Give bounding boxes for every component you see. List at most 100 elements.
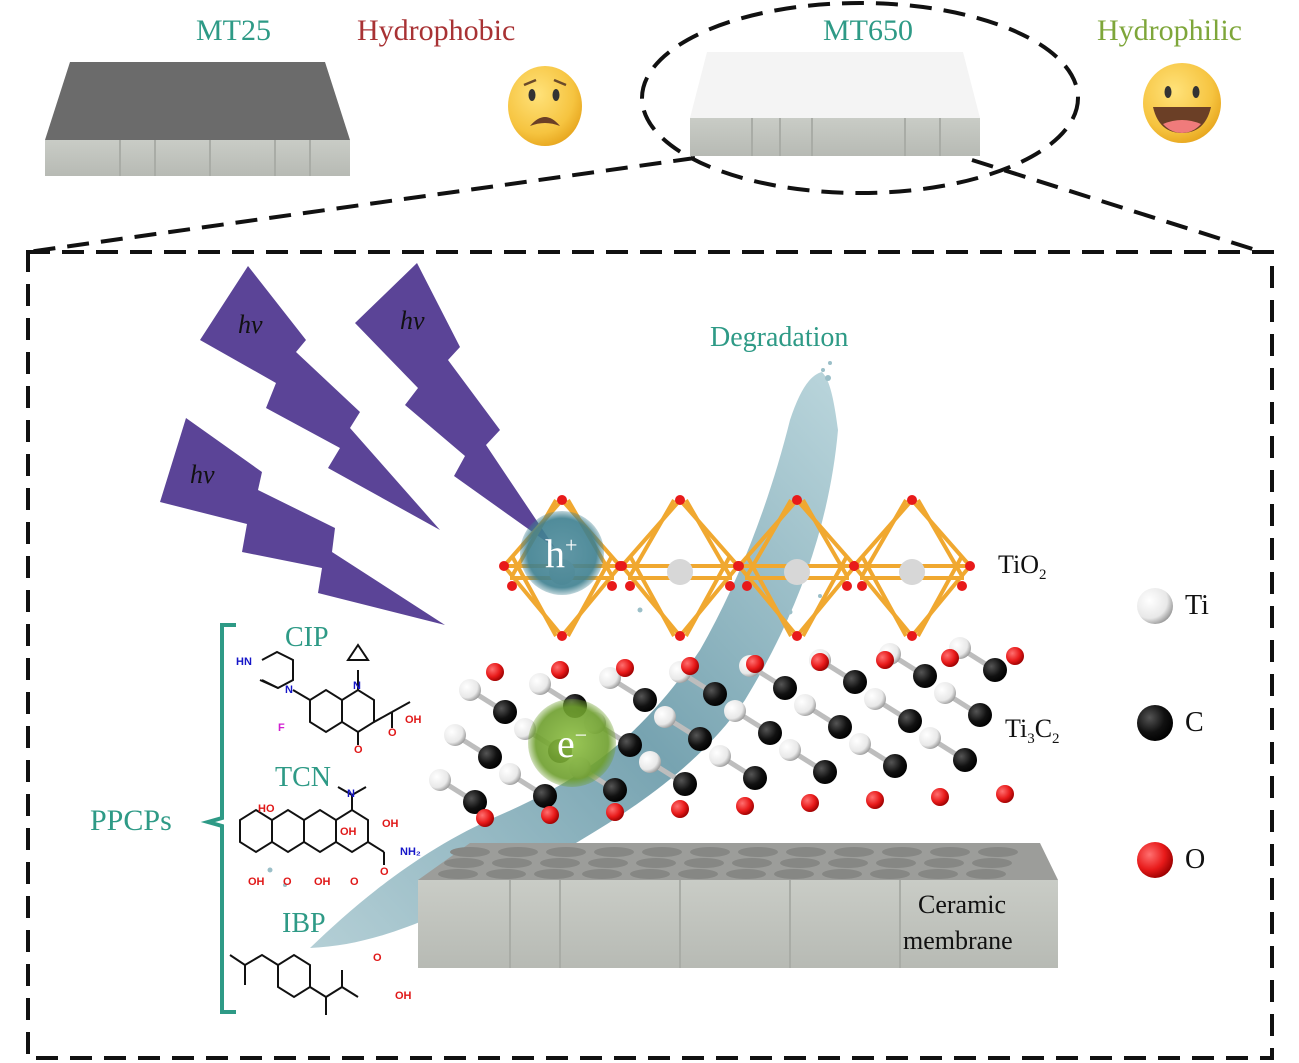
membrane-pore: [870, 869, 910, 879]
o-atom: [617, 561, 627, 571]
ti-atom: [709, 745, 731, 767]
tcn-atom-oh1: OH: [382, 818, 399, 830]
o-atom: [551, 661, 569, 679]
membrane-pore: [972, 858, 1012, 868]
o-atom: [931, 788, 949, 806]
degradation-label: Degradation: [710, 322, 849, 353]
o-atom: [725, 581, 735, 591]
o-atom: [681, 657, 699, 675]
tcn-atom-o1: O: [283, 876, 292, 888]
tio2-octahedron: [617, 495, 743, 641]
cip-atom-n2: N: [353, 680, 361, 692]
hole-bubble: [520, 511, 604, 595]
membrane-pore: [486, 869, 526, 879]
ti-atom: [784, 559, 810, 585]
electron-bubble: [528, 699, 616, 787]
o-atom: [607, 581, 617, 591]
membrane-pore: [876, 858, 916, 868]
water-flow: [310, 372, 838, 948]
membrane-pore: [450, 847, 490, 857]
ti-atom: [654, 706, 676, 728]
light-bolt-1: [200, 266, 440, 530]
o-atom: [996, 785, 1014, 803]
ti-atom: [529, 673, 551, 695]
ceramic-label-line1: Ceramic: [918, 890, 1007, 919]
membrane-pore: [630, 869, 670, 879]
cip-atom-o1: O: [354, 744, 363, 756]
c-atom: [813, 760, 837, 784]
o-atom: [866, 791, 884, 809]
o-atom: [742, 581, 752, 591]
membrane-pore: [924, 858, 964, 868]
ti-atom: [444, 724, 466, 746]
membrane-pore: [594, 847, 634, 857]
o-atom: [811, 653, 829, 671]
sample-label-mt25: MT25: [196, 14, 271, 47]
membrane-pore: [678, 869, 718, 879]
o-atom: [476, 809, 494, 827]
cip-structure: [259, 643, 411, 745]
electron-label: e−: [557, 720, 587, 767]
membrane-pore: [534, 869, 574, 879]
c-atom: [743, 766, 767, 790]
ceramic-label-line2: membrane: [903, 926, 1013, 955]
c-atom: [703, 682, 727, 706]
c-atom: [673, 772, 697, 796]
o-atom: [616, 659, 634, 677]
hole-symbol: h: [545, 531, 565, 576]
light-bolt-2: [355, 263, 555, 548]
hole-label: h+: [545, 530, 577, 577]
c-atom: [633, 688, 657, 712]
ti-atom: [459, 679, 481, 701]
o-atom: [557, 495, 567, 505]
ibp-structure: [229, 953, 359, 1015]
o-atom: [965, 561, 975, 571]
membrane-pore: [780, 858, 820, 868]
legend-c-label: C: [1185, 707, 1204, 738]
o-atom: [557, 631, 567, 641]
electron-symbol: e: [557, 721, 575, 766]
ti-atom: [849, 733, 871, 755]
hydrophobic-label: Hydrophobic: [357, 14, 516, 47]
membrane-pore: [738, 847, 778, 857]
ibp-atom-o: O: [373, 952, 382, 964]
legend-ti-label: Ti: [1185, 590, 1209, 621]
c-atom: [983, 658, 1007, 682]
o-atom: [675, 495, 685, 505]
membrane-pore: [642, 847, 682, 857]
membrane-pore: [438, 869, 478, 879]
o-atom: [499, 561, 509, 571]
ti3c2-label-ti: Ti: [1005, 714, 1028, 743]
tcn-atom-ho: HO: [258, 803, 275, 815]
legend-ti-sphere: [1137, 588, 1173, 624]
o-atom: [792, 495, 802, 505]
ppcps-brace: [200, 623, 236, 1014]
membrane-pore: [882, 847, 922, 857]
o-atom: [746, 655, 764, 673]
c-atom: [773, 676, 797, 700]
zoom-connector-left: [27, 156, 696, 254]
membrane-pore: [834, 847, 874, 857]
tio2-label-main: TiO: [998, 550, 1039, 579]
legend-c-sphere: [1137, 705, 1173, 741]
tcn-structure: [239, 786, 385, 865]
membrane-pore: [684, 858, 724, 868]
membrane-pore: [540, 858, 580, 868]
membrane-pore: [822, 869, 862, 879]
water-droplets: [267, 361, 832, 887]
o-atom: [1006, 647, 1024, 665]
ibp-atom-oh: OH: [395, 990, 412, 1002]
mt25-membrane-slab: [45, 62, 350, 176]
o-atom: [801, 794, 819, 812]
tio2-octahedron: [849, 495, 975, 641]
tcn-atom-o2: O: [350, 876, 359, 888]
grinning-face-icon: [1143, 63, 1221, 143]
electron-charge: −: [574, 722, 588, 748]
o-atom: [486, 663, 504, 681]
membrane-pore: [732, 858, 772, 868]
membrane-pore: [588, 858, 628, 868]
ppcps-label: PPCPs: [90, 804, 172, 837]
c-atom: [688, 727, 712, 751]
pollutant-cip-label: CIP: [285, 622, 329, 653]
ti-atom: [639, 751, 661, 773]
